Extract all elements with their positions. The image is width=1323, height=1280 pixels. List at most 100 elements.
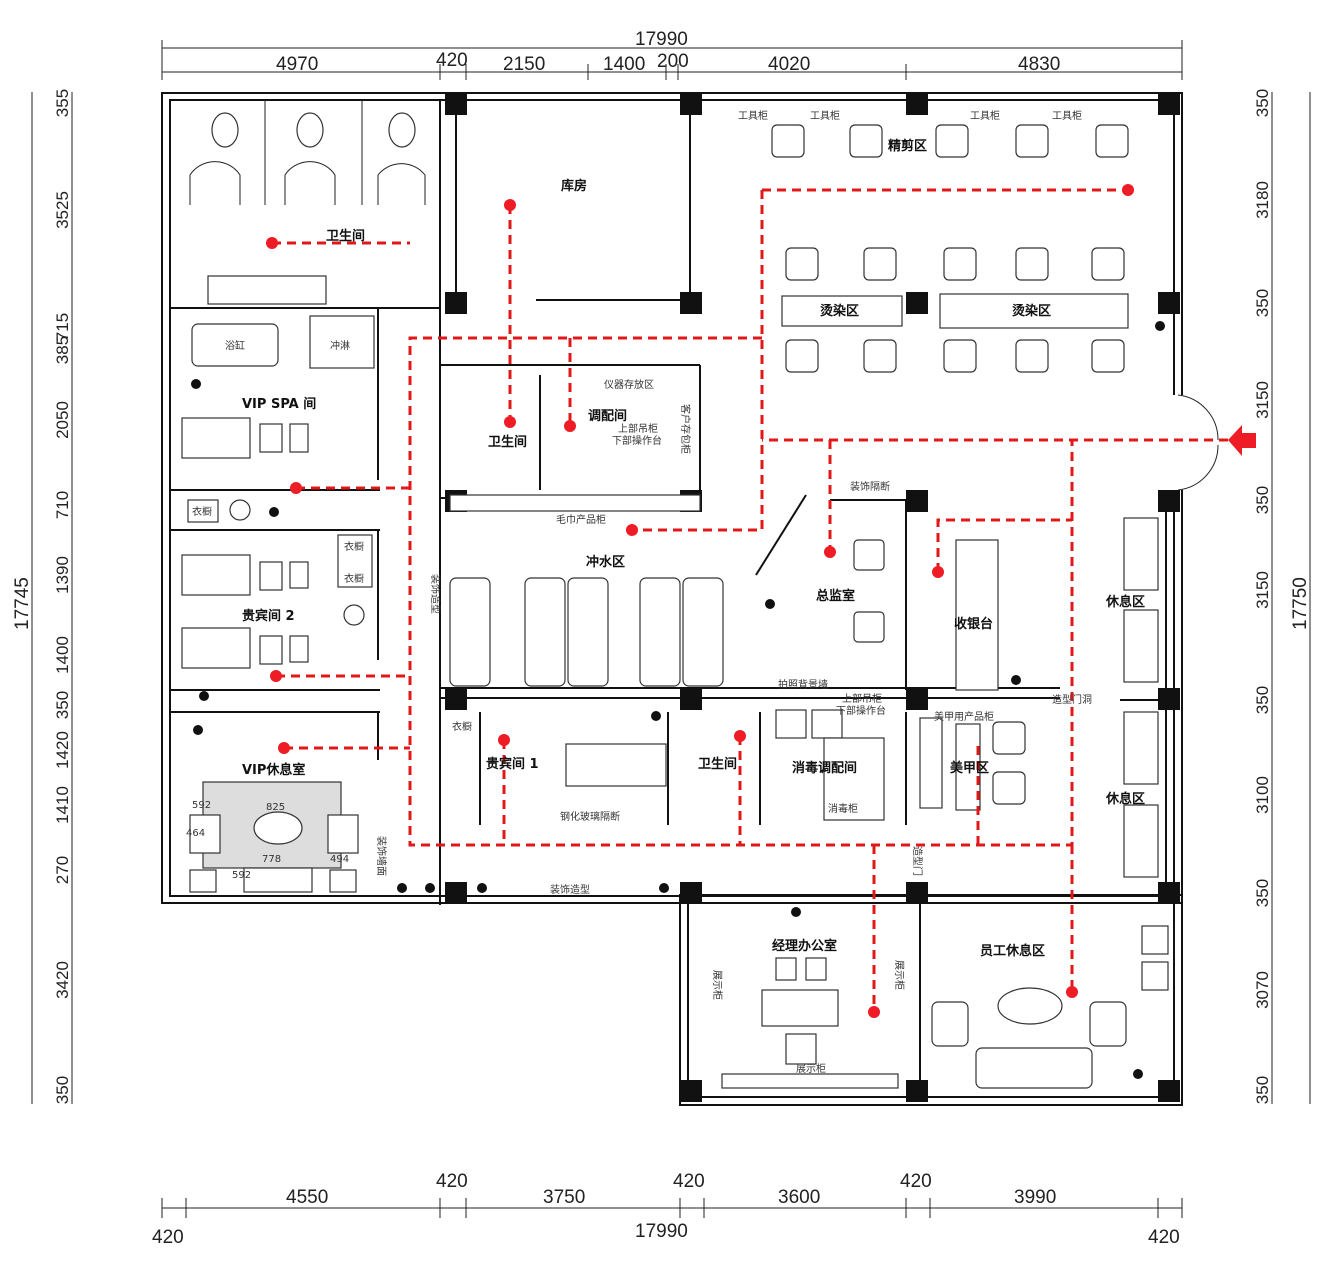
left-seg: 270 (53, 856, 72, 884)
left-seg: 1400 (53, 636, 72, 674)
label-cabinet-dim: 825 (266, 802, 285, 813)
left-seg: 3525 (53, 191, 72, 229)
right-seg: 350 (1253, 89, 1272, 117)
label-cabinet-dim: 494 (330, 854, 349, 865)
label-lower-table: 下部操作台 (612, 434, 662, 447)
room-toilet-mid: 卫生间 (488, 434, 527, 450)
label-cabinet-dim: 778 (262, 854, 281, 865)
dim-top-seg: 200 (657, 51, 689, 72)
label-shower: 冲淋 (330, 339, 350, 352)
room-perm-dye-1: 烫染区 (820, 303, 859, 319)
label-cabinet-dim: 592 (192, 800, 211, 811)
room-toilet-low: 卫生间 (698, 756, 737, 772)
label-tool-cabinet: 工具柜 (1052, 109, 1082, 122)
right-seg: 350 (1253, 1076, 1272, 1104)
label-wardrobe: 衣橱 (452, 720, 472, 733)
cashier-and-rest-fixtures (853, 517, 1159, 878)
label-deco-shape: 装饰造型 (550, 883, 590, 896)
room-perm-dye-2: 烫染区 (1012, 303, 1051, 319)
dim-left-total: 17745 (12, 577, 33, 630)
room-toilet-top: 卫生间 (326, 228, 365, 244)
label-tool-cabinet: 工具柜 (970, 109, 1000, 122)
room-rest-1: 休息区 (1105, 594, 1145, 610)
dim-bottom-seg: 420 (673, 1171, 705, 1192)
dim-bottom-total: 17990 (635, 1221, 688, 1242)
plant-icons (191, 297, 1165, 1079)
label-instrument: 仪器存放区 (604, 378, 654, 391)
room-names: 卫生间 库房 精剪区 烫染区 烫染区 浴缸 冲淋 VIP SPA 间 仪器存放区… (192, 138, 1145, 959)
dim-top-seg: 420 (436, 50, 468, 71)
label-lower-table-2: 下部操作台 (836, 704, 886, 717)
circulation-routes (272, 188, 1228, 1012)
lower-room-fixtures (565, 709, 1169, 1089)
room-disinfect-mix: 消毒调配间 (792, 760, 857, 776)
left-seg: 355 (53, 89, 72, 117)
left-seg: 715 (53, 313, 72, 341)
right-seg: 350 (1253, 289, 1272, 317)
label-display: 展示柜 (711, 970, 724, 1000)
label-tempered-glass: 钢化玻璃隔断 (560, 810, 620, 823)
room-vip-rest: VIP休息室 (242, 762, 305, 778)
right-seg: 350 (1253, 879, 1272, 907)
label-disinfect-cabinet: 消毒柜 (828, 802, 858, 815)
room-guest-1: 贵宾间 1 (486, 756, 539, 772)
left-seg: 1420 (53, 731, 72, 769)
dim-bottom-seg: 3750 (543, 1187, 585, 1208)
top-dimensions: 17990 4970 420 2150 1400 200 4020 4830 (161, 29, 1183, 80)
right-dimensions: 17750 3503180350315035031503503100350307… (1253, 89, 1311, 1104)
route-points (266, 184, 1134, 1018)
label-upper-cabinet-2: 上部吊柜 (842, 692, 882, 705)
label-wardrobe: 衣橱 (192, 505, 212, 518)
room-rest-2: 休息区 (1105, 791, 1145, 807)
label-nail-cabinet: 美甲用产品柜 (934, 710, 994, 723)
dim-top-seg: 4830 (1018, 54, 1060, 75)
dim-top-seg: 4970 (276, 54, 318, 75)
bottom-dimensions: 4550 420 3750 420 3600 420 3990 17990 42… (152, 1171, 1183, 1248)
label-bathtub: 浴缸 (225, 339, 245, 352)
label-customer-cabinet: 客户存包柜 (679, 404, 692, 454)
label-photo-wall: 拍照背景墙 (778, 678, 828, 691)
dim-top-total: 17990 (635, 29, 688, 50)
vip-rest-table (189, 781, 359, 893)
label-tool-cabinet: 工具柜 (738, 109, 768, 122)
left-seg: 1410 (53, 786, 72, 824)
bathroom-fixtures (181, 315, 375, 669)
room-vip-spa: VIP SPA 间 (242, 396, 316, 412)
room-guest-2: 贵宾间 2 (242, 608, 295, 624)
dim-bottom-seg: 3990 (1014, 1187, 1056, 1208)
label-cabinet-dim: 464 (186, 828, 205, 839)
left-seg: 350 (53, 691, 72, 719)
dim-top-seg: 1400 (603, 54, 645, 75)
right-seg: 3150 (1253, 381, 1272, 419)
label-deco-shape-v: 装饰造型 (429, 574, 442, 614)
label-display: 展示柜 (893, 960, 906, 990)
room-trim: 精剪区 (888, 138, 927, 154)
room-director: 总监室 (816, 588, 855, 604)
label-wardrobe: 衣橱 (344, 572, 364, 585)
left-seg: 2050 (53, 401, 72, 439)
right-seg: 350 (1253, 686, 1272, 714)
label-wardrobe: 衣橱 (344, 540, 364, 553)
left-seg: 385 (53, 336, 72, 364)
label-deco-partition: 装饰隔断 (850, 480, 890, 493)
room-wash: 冲水区 (586, 554, 625, 570)
dim-bottom-edge: 420 (1148, 1227, 1180, 1248)
room-nail: 美甲区 (950, 760, 989, 776)
label-shaped-opening: 造型门洞 (1052, 693, 1092, 706)
right-seg: 3180 (1253, 181, 1272, 219)
dim-bottom-edge: 420 (152, 1227, 184, 1248)
label-towel: 毛巾产品柜 (556, 513, 606, 526)
left-seg: 350 (53, 1076, 72, 1104)
entrance-arrow-icon (1228, 425, 1256, 456)
right-seg: 350 (1253, 486, 1272, 514)
dim-bottom-seg: 4550 (286, 1187, 328, 1208)
right-seg: 3100 (1253, 776, 1272, 814)
room-storage: 库房 (561, 178, 587, 194)
annotation-labels: 工具柜 工具柜 工具柜 工具柜 客户存包柜 上部吊柜 下部操作台 装饰隔断 拍照… (186, 109, 1092, 1075)
dim-top-seg: 2150 (503, 54, 545, 75)
wash-beds (449, 494, 724, 687)
left-seg: 710 (53, 491, 72, 519)
dim-bottom-seg: 420 (436, 1171, 468, 1192)
room-mixing: 调配间 (588, 408, 627, 424)
